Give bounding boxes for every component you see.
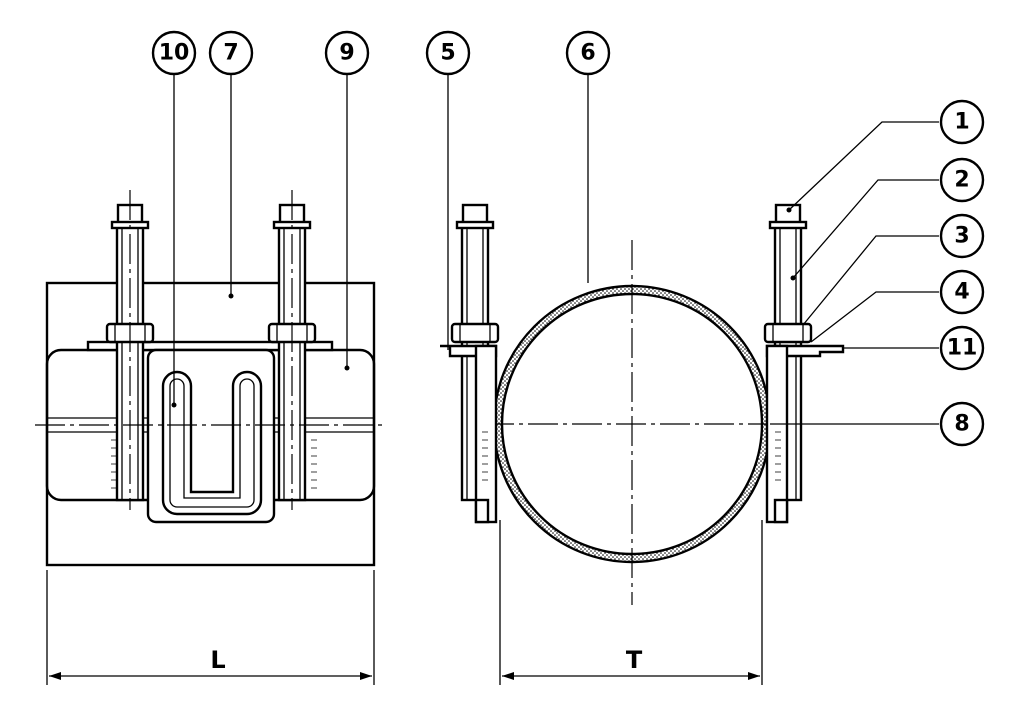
svg-text:11: 11 [947, 336, 978, 361]
callout-10: 10 [151, 30, 197, 76]
svg-text:3: 3 [954, 224, 969, 249]
callout-6: 6 [565, 30, 611, 76]
leader-lines [171, 72, 939, 425]
callout-11: 11 [939, 325, 985, 371]
svg-text:2: 2 [954, 168, 969, 193]
front-view: T [440, 203, 845, 685]
svg-text:5: 5 [440, 41, 455, 66]
svg-text:6: 6 [580, 41, 595, 66]
callout-9: 9 [324, 30, 370, 76]
callout-1: 1 [939, 99, 985, 145]
dimension-label-t: T [626, 646, 643, 674]
svg-text:10: 10 [159, 41, 190, 66]
svg-text:9: 9 [339, 41, 354, 66]
side-bolt-right [267, 203, 317, 502]
u-bolt-outer [161, 370, 263, 516]
callout-7: 7 [208, 30, 254, 76]
callout-4: 4 [939, 269, 985, 315]
svg-text:4: 4 [954, 280, 969, 305]
front-bolt-left [440, 203, 500, 524]
front-bolt-right [763, 203, 845, 524]
svg-text:8: 8 [954, 412, 969, 437]
side-view: L [35, 190, 384, 685]
callout-3: 3 [939, 213, 985, 259]
callout-8: 8 [939, 401, 985, 447]
callout-2: 2 [939, 157, 985, 203]
u-bolt-inner [169, 378, 255, 508]
svg-text:1: 1 [954, 110, 969, 135]
svg-text:7: 7 [223, 41, 238, 66]
callout-5: 5 [425, 30, 471, 76]
dimension-label-l: L [210, 646, 225, 674]
u-bracket-frame [146, 348, 276, 524]
